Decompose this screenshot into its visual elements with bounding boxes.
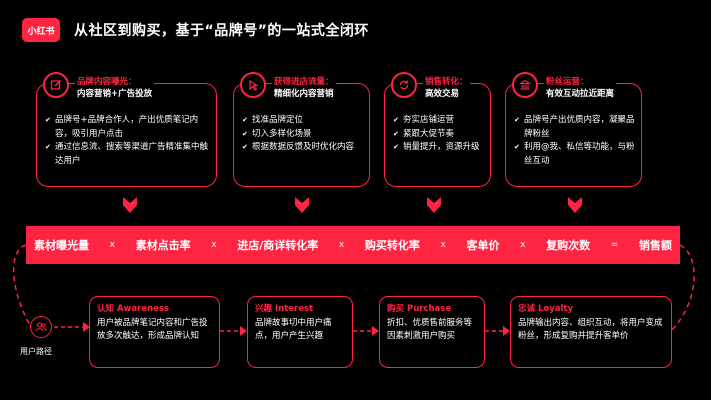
stage-purchase: 购买 Purchase 折扣、优质售前服务等因素刺激用户购买 [379,296,485,368]
stage-awareness: 认知 Awareness 用户被品牌笔记内容和广告投放多次触达，形成品牌认知 [89,296,220,368]
stage-title: 购买 Purchase [387,304,452,314]
card-brand-exposure: 品牌内容曝光： 内容营销+广告投放 品牌号+品牌合作人，产出优质笔记内容，吸引用… [36,72,217,187]
user-path-label: 用户路径 [20,347,52,356]
stage-description: 折扣、优质售前服务等因素刺激用户购买 [387,318,473,341]
arrow-right-icon [240,326,247,336]
chevron-down-icon [427,197,441,213]
list-item: 通过信息流、搜索等渠道广告精准集中触达用户 [45,141,210,168]
stage-title: 认知 Awareness [97,304,170,314]
card-list: 品牌号产出优质内容，凝聚品牌粉丝 利用@我、私信等功能，与粉丝互动 [514,114,635,168]
stage-description: 品牌输出内容、组织互动，将用户变成粉丝，形成复购并提升客单价 [518,318,663,341]
edit-icon [43,72,69,98]
bank-icon [512,72,538,98]
arrow-right-icon [83,322,90,332]
list-item: 紧跟大促节奏 [393,128,484,142]
arrow-right-icon [503,326,510,336]
card-title: 品牌内容曝光： 内容营销+广告投放 [75,76,155,100]
card-title: 粉丝运营： 有效互动拉近距离 [544,76,617,100]
formula-term: 复购次数 [546,239,591,252]
card-list: 品牌号+品牌合作人，产出优质笔记内容，吸引用户点击 通过信息流、搜索等渠道广告精… [45,114,210,168]
list-item: 找准品牌定位 [242,114,363,128]
multiply-sign: x [211,240,217,250]
page-title: 从社区到购买，基于“品牌号”的一站式全闭环 [74,23,369,39]
multiply-sign: x [338,240,345,250]
chevron-down-icon [123,197,137,213]
formula-term: 素材点击率 [135,239,191,252]
card-title: 获得进店流量： 精细化内容营销 [272,76,336,100]
brand-logo: 小红书 [22,18,60,42]
multiply-sign: x [520,240,526,250]
card-title: 销售转化： 高效交易 [423,76,470,100]
list-item: 夯实店铺运营 [393,114,484,128]
chevron-down-icon [295,197,309,213]
stage-description: 品牌故事切中用户痛点，用户产生兴趣 [255,318,332,341]
list-item: 利用@我、私信等功能，与粉丝互动 [514,141,635,168]
cycle-icon [391,72,417,98]
card-list: 夯实店铺运营 紧跟大促节奏 销量提升，资源升级 [393,114,484,155]
formula-term: 进店/商详转化率 [237,239,319,252]
formula-term: 客单价 [466,239,500,252]
list-item: 销量提升，资源升级 [393,141,484,155]
list-item: 切入多样化场景 [242,128,363,142]
list-item: 品牌号产出优质内容，凝聚品牌粉丝 [514,114,635,141]
users-icon [30,316,52,338]
stage-title: 忠诚 Loyalty [518,304,574,314]
stage-loyalty: 忠诚 Loyalty 品牌输出内容、组织互动，将用户变成粉丝，形成复购并提升客单… [510,296,672,368]
sales-formula-bar: 素材曝光量 x 素材点击率 x 进店/商详转化率 x 购买转化率 x 客单价 x… [26,226,680,264]
arrow-right-icon [372,326,379,336]
list-item: 品牌号+品牌合作人，产出优质笔记内容，吸引用户点击 [45,114,210,141]
card-fan-operations: 粉丝运营： 有效互动拉近距离 品牌号产出优质内容，凝聚品牌粉丝 利用@我、私信等… [505,72,642,187]
cursor-click-icon [240,72,266,98]
stage-description: 用户被品牌笔记内容和广告投放多次触达，形成品牌认知 [97,318,208,341]
stage-interest: 兴趣 Interest 品牌故事切中用户痛点，用户产生兴趣 [247,296,353,368]
card-store-traffic: 获得进店流量： 精细化内容营销 找准品牌定位 切入多样化场景 根据数据反馈及时优… [233,72,370,187]
formula-result: 销售额 [638,239,672,252]
formula-term: 购买转化率 [364,239,420,252]
formula-term: 素材曝光量 [34,239,89,252]
multiply-sign: x [109,240,115,250]
list-item: 根据数据反馈及时优化内容 [242,141,363,155]
card-list: 找准品牌定位 切入多样化场景 根据数据反馈及时优化内容 [242,114,363,155]
chevron-down-icon [568,197,582,213]
stage-title: 兴趣 Interest [255,304,314,314]
equals-sign: = [610,240,619,250]
card-sales-conversion: 销售转化： 高效交易 夯实店铺运营 紧跟大促节奏 销量提升，资源升级 [384,72,491,187]
multiply-sign: x [440,240,446,250]
